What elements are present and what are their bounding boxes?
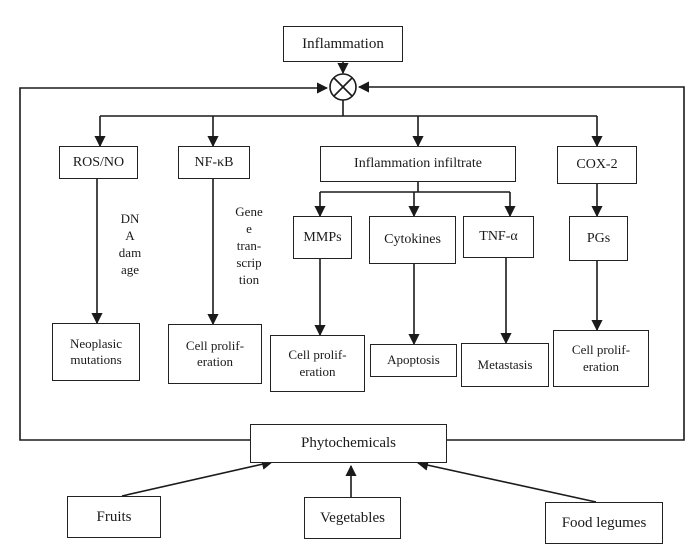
dna-damage-line-4: age [120, 261, 140, 277]
gene-transcription-line-3: tran- [236, 237, 262, 253]
apoptosis-label: Apoptosis [387, 352, 440, 368]
vegetables-label: Vegetables [320, 509, 385, 526]
cellprolif-a-line-1: Cell prolif- [185, 337, 245, 353]
metastasis-box: Metastasis [461, 343, 549, 387]
neoplasic-line-1: Neoplasic [70, 335, 122, 351]
nf-kb-box: NF-κB [178, 146, 250, 179]
dna-damage-label: DN A dam age [112, 211, 148, 279]
cell-proliferation-box-nfkb: Cell prolif- eration [168, 324, 262, 384]
metastasis-label: Metastasis [477, 356, 533, 372]
inflammation-infiltrate-box: Inflammation infiltrate [320, 146, 516, 182]
gene-transcription-line-1: Gene [235, 204, 263, 219]
cellprolif-b-line-1: Cell prolif- [288, 347, 347, 363]
cytokines-label: Cytokines [384, 232, 441, 248]
phytochemicals-box: Phytochemicals [250, 424, 447, 463]
inflammation-box: Inflammation [283, 26, 403, 62]
gene-transcription-line-5: tion [238, 271, 260, 287]
fruits-label: Fruits [96, 508, 132, 525]
nf-kb-label: NF-κB [194, 154, 234, 170]
gene-transcription-line-2: e [246, 220, 252, 236]
cox2-label: COX-2 [576, 157, 618, 173]
fruits-box: Fruits [67, 496, 161, 538]
food-legumes-box: Food legumes [545, 502, 663, 544]
junction-cross-b [333, 77, 353, 97]
mmps-box: MMPs [293, 216, 352, 259]
inflammation-label: Inflammation [302, 35, 384, 52]
pgs-box: PGs [569, 216, 628, 261]
cellprolif-c-line-2: eration [582, 358, 620, 374]
ros-no-box: ROS/NO [59, 146, 138, 179]
feedback-left [19, 82, 329, 441]
cellprolif-b-line-2: eration [299, 363, 336, 379]
food-legumes-label: Food legumes [561, 514, 647, 531]
mmps-label: MMPs [303, 229, 342, 245]
feedback-right [357, 81, 685, 441]
dna-damage-line-2: A [125, 227, 135, 243]
neoplasic-line-2: mutations [70, 352, 122, 367]
dna-damage-line-3: dam [118, 244, 142, 260]
neoplasic-mutations-box: Neoplasic mutations [52, 323, 140, 381]
cell-proliferation-box-pgs: Cell prolif- eration [553, 330, 649, 387]
cytokines-box: Cytokines [369, 216, 456, 264]
vegetables-box: Vegetables [304, 497, 401, 539]
dna-damage-line-1: DN [120, 211, 140, 226]
arrow-fruits [121, 458, 274, 497]
pgs-label: PGs [586, 230, 611, 246]
gene-transcription-line-4: scrip [236, 254, 262, 270]
tnf-a-label: TNF-α [479, 229, 518, 245]
apoptosis-box: Apoptosis [370, 344, 457, 377]
inflammation-infiltrate-label: Inflammation infiltrate [354, 156, 482, 172]
tnf-a-box: TNF-α [463, 216, 534, 258]
cell-proliferation-box-mmps: Cell prolif- eration [270, 335, 365, 392]
phytochemicals-label: Phytochemicals [301, 435, 396, 452]
cox2-box: COX-2 [557, 146, 637, 184]
cellprolif-c-line-1: Cell prolif- [571, 342, 631, 358]
gene-transcription-label: Gene e tran- scrip tion [228, 204, 270, 288]
ros-no-label: ROS/NO [72, 154, 125, 170]
cellprolif-a-line-2: eration [196, 354, 234, 369]
arrow-food-legumes [416, 459, 597, 503]
